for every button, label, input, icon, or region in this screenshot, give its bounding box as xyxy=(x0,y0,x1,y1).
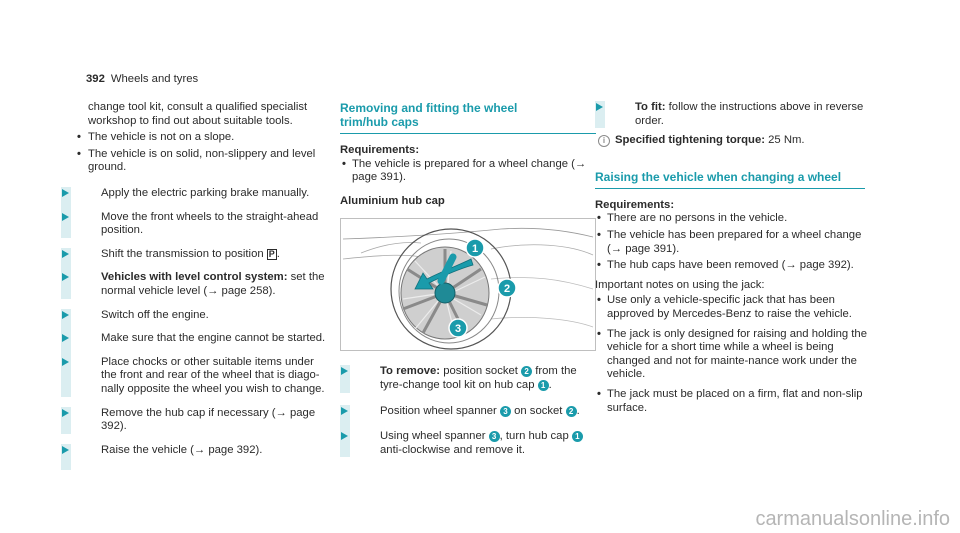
step-arrow-icon xyxy=(61,355,71,397)
header-section: Wheels and tyres xyxy=(110,73,199,85)
step-arrow-icon xyxy=(61,186,71,213)
heading-rule xyxy=(340,133,596,134)
callout-1-icon: 1 xyxy=(571,431,583,443)
step-arrow-icon xyxy=(61,406,71,434)
step-item: Using wheel spanner 3, turn hub cap 1 an… xyxy=(340,430,596,458)
page-number: 392 xyxy=(86,73,105,85)
important-note-item: Use only a vehicle-specific jack that ha… xyxy=(595,294,873,321)
step-item: Switch off the engine. xyxy=(61,308,331,335)
requirements-label: Requirements: xyxy=(595,198,675,211)
step-arrow-icon xyxy=(61,271,71,299)
step-item: Shift the transmission to position P. xyxy=(61,247,331,274)
step-item: Raise the vehicle (→ page 392). xyxy=(61,443,331,470)
figure-callout: 3 xyxy=(448,318,468,339)
hub-cap-illustration: 1 2 3 xyxy=(342,228,594,350)
bullet-item: The vehicle is not on a slope. xyxy=(61,131,331,145)
step-arrow-icon xyxy=(340,430,350,458)
step-item: Vehicles with level control system: set … xyxy=(61,271,331,299)
step-arrow-icon xyxy=(595,101,605,129)
step-arrow-icon xyxy=(61,210,71,238)
column-2: Removing and fitting the wheel trim/hub … xyxy=(340,101,596,458)
park-gear-icon: P xyxy=(266,248,277,260)
column-3: To fit: follow the instructions above in… xyxy=(595,101,873,418)
step-item: To remove: position socket 2 from the ty… xyxy=(340,365,596,393)
callout-2-icon: 2 xyxy=(521,366,533,378)
important-note-item: The jack is only designed for raising an… xyxy=(595,328,873,382)
figure-callout: 1 xyxy=(465,238,485,259)
important-note-item: The jack must be placed on a firm, flat … xyxy=(595,388,873,415)
hub-cap-figure: 1 2 3 xyxy=(340,218,596,352)
step-item: Place chocks or other suitable items und… xyxy=(61,355,331,397)
callout-1-icon: 1 xyxy=(537,379,549,391)
info-icon: i xyxy=(598,135,610,148)
step-arrow-icon xyxy=(61,332,71,359)
step-item: Apply the electric parking brake manuall… xyxy=(61,186,331,213)
requirement-item: There are no persons in the vehicle. xyxy=(595,212,873,226)
section-heading: Raising the vehicle when changing a whee… xyxy=(595,169,842,184)
watermark: carmanualsonline.info xyxy=(755,508,950,531)
column-1: change tool kit, consult a qualified spe… xyxy=(61,101,331,470)
figure-callout: 2 xyxy=(497,278,517,299)
step-arrow-icon xyxy=(61,308,71,335)
page-header: 392 Wheels and tyres xyxy=(86,73,198,87)
step-item: To fit: follow the instructions above in… xyxy=(595,101,873,129)
important-notes-label: Important notes on using the jack: xyxy=(595,278,765,291)
callout-2-icon: 2 xyxy=(565,405,577,417)
step-item: Move the front wheels to the straight-ah… xyxy=(61,210,331,238)
bullet-item: The vehicle is on solid, non-slippery an… xyxy=(61,148,331,175)
svg-text:1: 1 xyxy=(472,243,478,255)
section-heading: Removing and fitting the wheel trim/hub … xyxy=(340,101,518,129)
step-item: Remove the hub cap if necessary (→ page … xyxy=(61,406,331,434)
step-item: Position wheel spanner 3 on socket 2. xyxy=(340,404,596,431)
callout-3-icon: 3 xyxy=(499,405,511,417)
continued-text: change tool kit, consult a qualified spe… xyxy=(88,101,308,127)
svg-text:3: 3 xyxy=(455,323,461,335)
requirement-item: The hub caps have been removed (→ page 3… xyxy=(595,259,873,273)
step-arrow-icon xyxy=(61,247,71,274)
step-arrow-icon xyxy=(340,404,350,431)
requirements-label: Requirements: xyxy=(340,144,420,156)
heading-rule xyxy=(595,187,865,189)
subheading: Aluminium hub cap xyxy=(340,194,445,207)
svg-text:2: 2 xyxy=(504,283,510,295)
requirement-item: The vehicle is prepared for a wheel chan… xyxy=(340,158,596,185)
step-arrow-icon xyxy=(340,365,350,393)
requirement-item: The vehicle has been prepared for a whee… xyxy=(595,229,873,256)
torque-note: i Specified tightening torque: 25 Nm. xyxy=(595,134,873,148)
step-arrow-icon xyxy=(61,443,71,470)
step-item: Make sure that the engine cannot be star… xyxy=(61,332,331,359)
callout-3-icon: 3 xyxy=(488,431,500,443)
